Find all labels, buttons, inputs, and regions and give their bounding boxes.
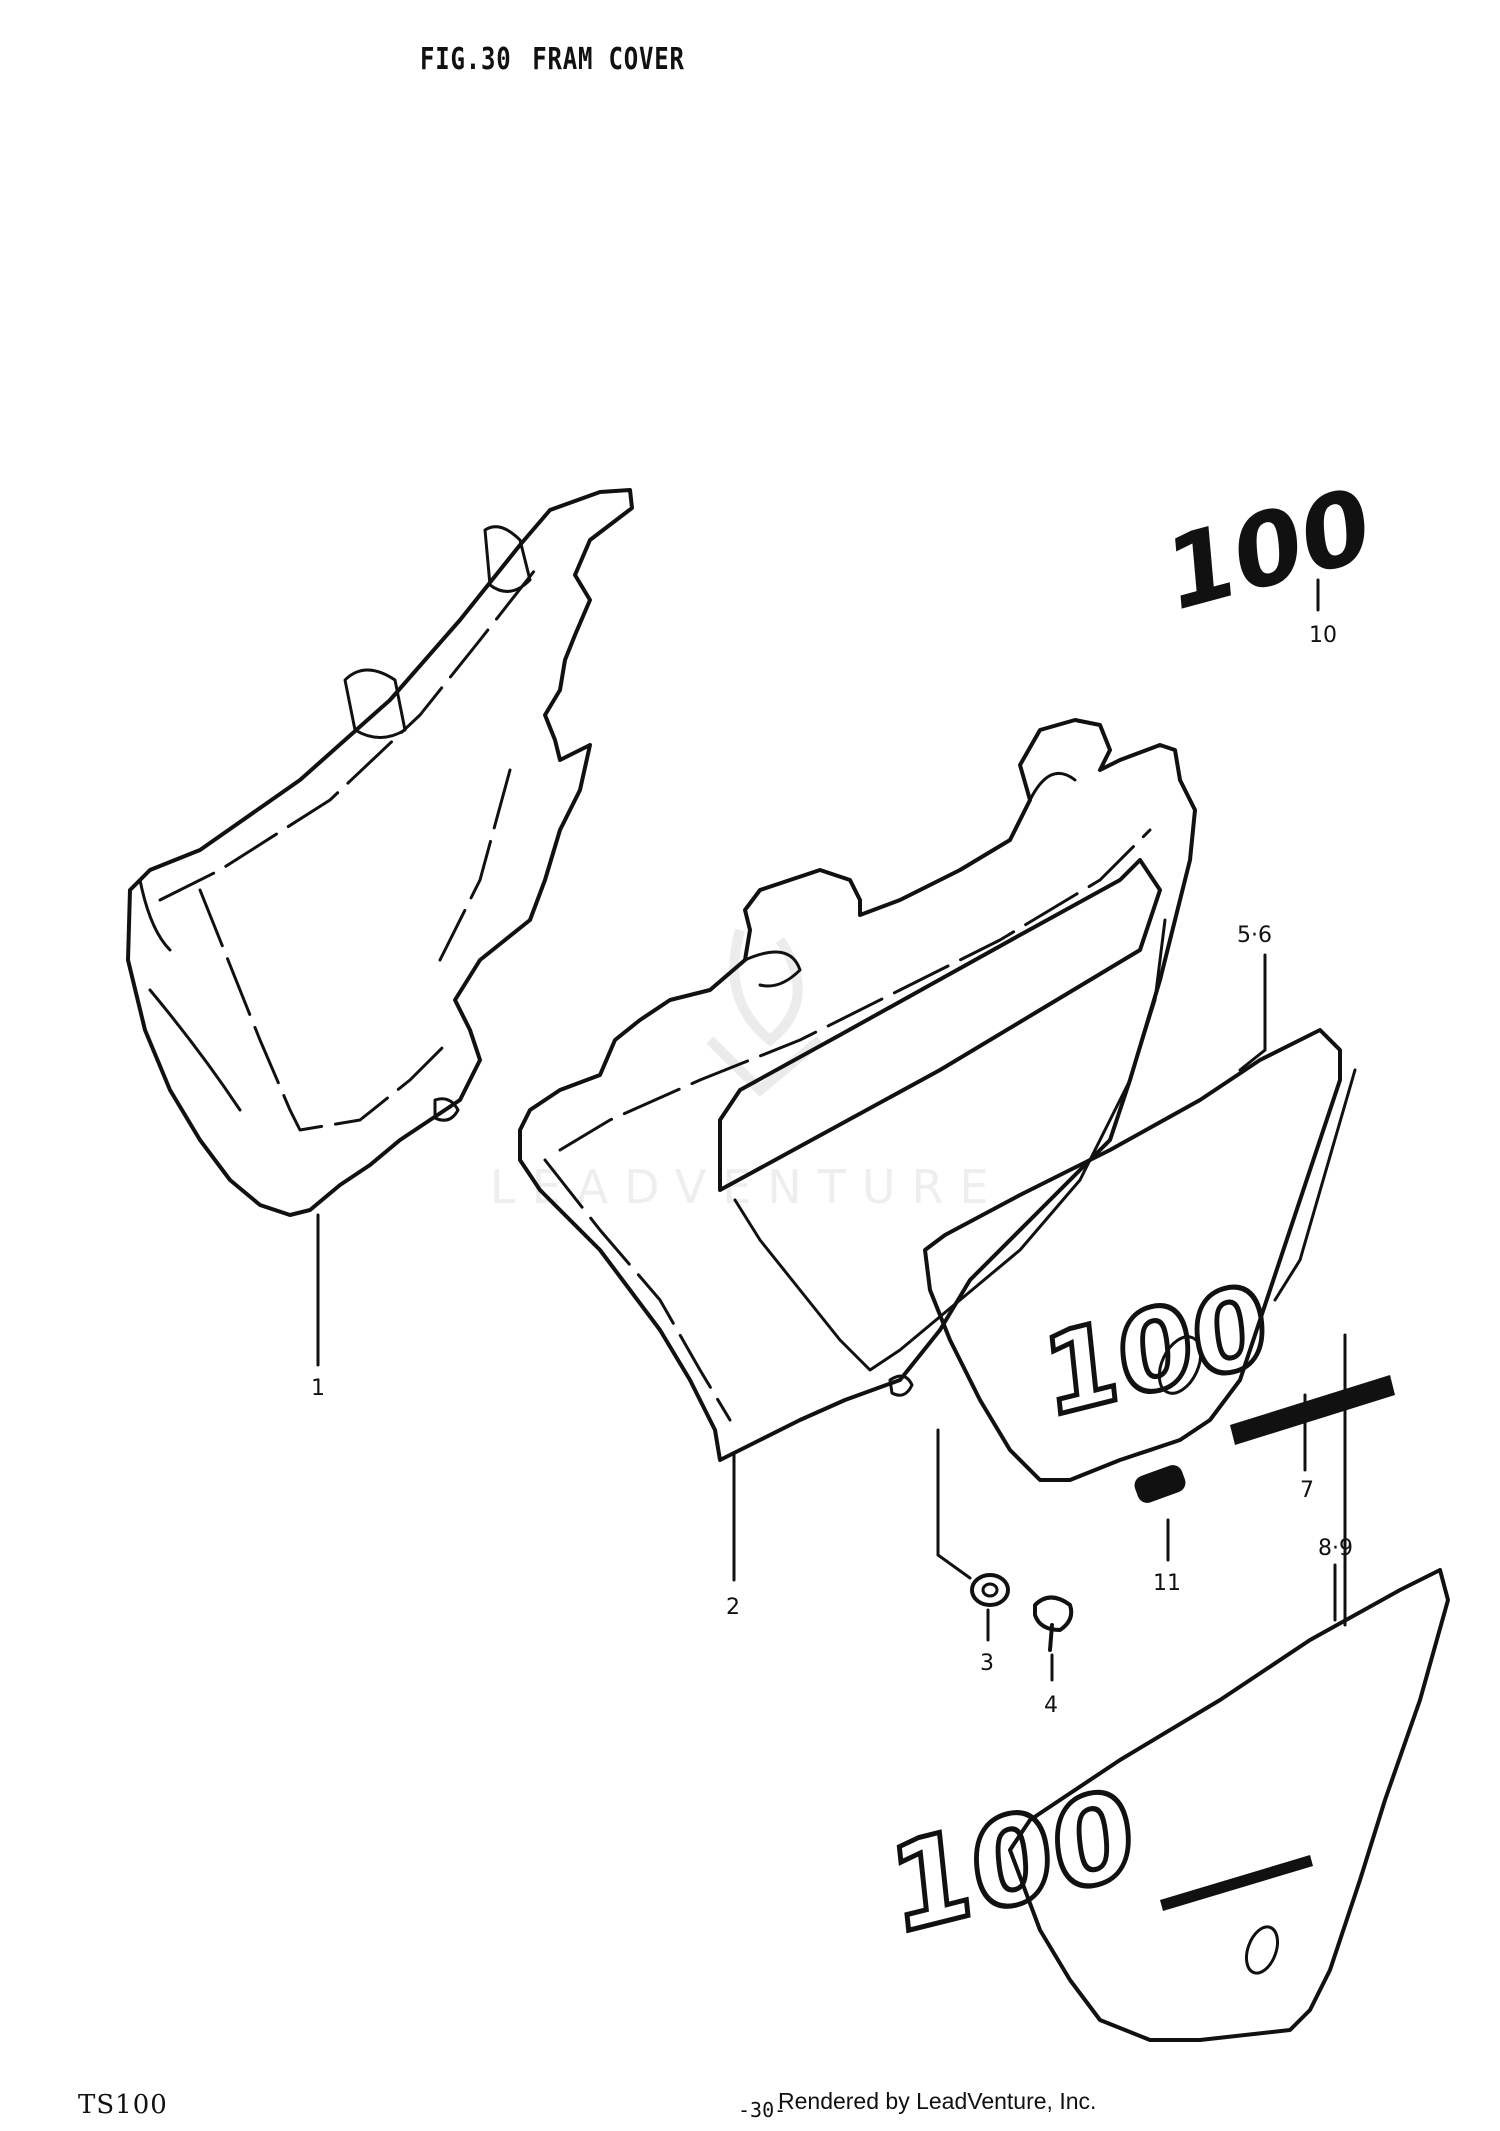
callout-2: 2 bbox=[726, 1595, 740, 1620]
figure-number: FIG.30 bbox=[420, 42, 512, 77]
frame-cover-right bbox=[518, 718, 1197, 1462]
screw bbox=[1033, 1595, 1074, 1652]
leader-lines bbox=[316, 578, 1357, 1682]
callout-5-6: 5·6 bbox=[1237, 923, 1272, 948]
svg-text:100: 100 bbox=[1037, 1259, 1273, 1443]
callout-numbers: 1 2 3 4 5·6 7 8·9 10 11 bbox=[311, 623, 1353, 1718]
small-badge bbox=[1134, 1465, 1186, 1503]
page-number: -30- bbox=[738, 2098, 787, 2122]
side-plate bbox=[923, 1028, 1342, 1482]
decal-panel: 100 bbox=[881, 1568, 1450, 2042]
figure-name: FRAM COVER bbox=[532, 42, 685, 77]
svg-text:100: 100 bbox=[1162, 463, 1374, 635]
frame-cover-left bbox=[126, 488, 634, 1217]
model-label: TS100 bbox=[78, 2090, 168, 2120]
callout-4: 4 bbox=[1044, 1693, 1058, 1718]
callout-11: 11 bbox=[1153, 1571, 1181, 1596]
emblem-100-large: 100 bbox=[1035, 1257, 1395, 1446]
callout-1: 1 bbox=[311, 1376, 325, 1401]
emblem-100-small: 100 bbox=[1162, 463, 1374, 635]
callout-8-9: 8·9 bbox=[1318, 1536, 1353, 1561]
rendered-by-credit: Rendered by LeadVenture, Inc. bbox=[778, 2088, 1097, 2114]
svg-text:100: 100 bbox=[883, 1762, 1141, 1963]
figure-title: FIG.30 FRAM COVER bbox=[420, 42, 685, 77]
callout-7: 7 bbox=[1300, 1478, 1314, 1503]
washer bbox=[970, 1573, 1010, 1607]
callout-10: 10 bbox=[1309, 623, 1337, 648]
callout-3: 3 bbox=[980, 1651, 994, 1676]
